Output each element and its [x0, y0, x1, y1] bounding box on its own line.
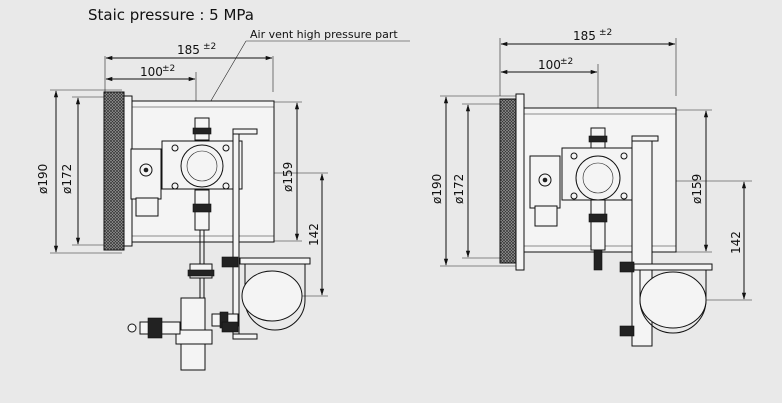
right-dim-185-value: 185	[573, 29, 596, 43]
static-pressure-title: Staic pressure : 5 MPa	[88, 6, 254, 24]
right-flange-ring	[515, 93, 525, 271]
left-meter-body	[103, 91, 311, 371]
left-dim-100-value: 100	[140, 65, 163, 79]
right-dia-159-label: ø159	[690, 174, 704, 204]
left-dia-159-label: ø159	[281, 162, 295, 192]
left-dia-172: ø172	[60, 96, 104, 246]
right-dia-172-label: ø172	[452, 174, 466, 204]
air-vent-callout-label: Air vent high pressure part	[250, 28, 398, 41]
left-dia-159: ø159	[273, 101, 302, 242]
left-dim-100-tol: ±2	[162, 64, 175, 74]
left-dim-185-value: 185	[177, 43, 200, 57]
right-dia-190: ø190	[430, 95, 518, 267]
left-dim-100: 100 ±2	[105, 64, 197, 106]
right-meter-body	[499, 93, 713, 347]
right-dim-142-label: 142	[729, 231, 743, 254]
right-drain-pipe	[590, 199, 606, 251]
right-dim-100-tol: ±2	[560, 57, 573, 67]
right-dim-100: 100 ±2	[500, 57, 599, 108]
left-bracket	[232, 128, 240, 335]
right-view: 185 ±2 100 ±2 ø190 ø172 ø159	[430, 28, 752, 347]
right-valve-port	[575, 155, 621, 201]
left-view: 185 ±2 100 ±2 Air vent high pressure par…	[36, 28, 410, 371]
left-dia-190-label: ø190	[36, 164, 50, 194]
right-dim-100-value: 100	[538, 58, 561, 72]
left-dim-185: 185 ±2	[104, 42, 274, 92]
left-dim-142-label: 142	[307, 223, 321, 246]
left-flange-knurled	[103, 91, 125, 251]
right-dia-172: ø172	[452, 103, 500, 259]
left-dia-172-label: ø172	[60, 164, 74, 194]
left-dia-190: ø190	[36, 89, 122, 254]
right-dim-185: 185 ±2	[499, 28, 677, 96]
right-dia-190-label: ø190	[430, 174, 444, 204]
right-flange-knurled	[499, 98, 517, 264]
left-valve-port	[180, 144, 224, 188]
left-dim-185-tol: ±2	[203, 42, 216, 52]
right-dim-185-tol: ±2	[599, 28, 612, 38]
